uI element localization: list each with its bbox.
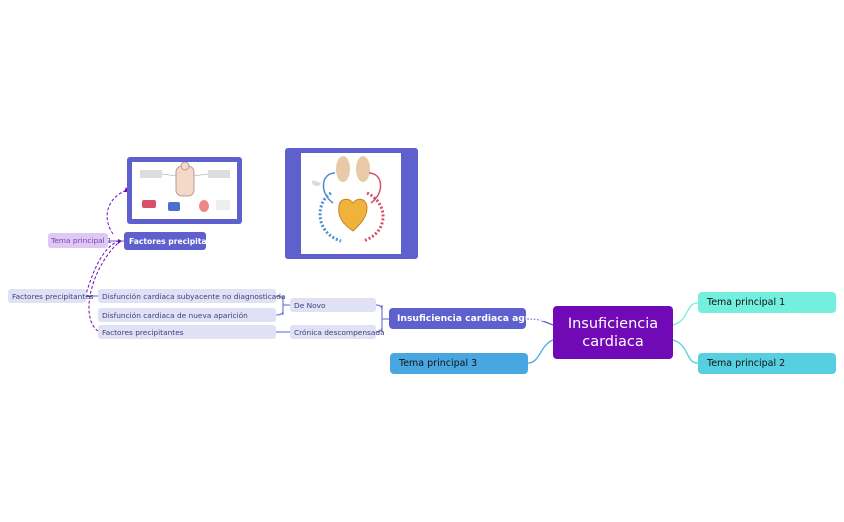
connector-central-tema3 <box>527 339 554 364</box>
connector-central-tema2 <box>672 339 699 364</box>
topic-label: Tema principal 2 <box>707 358 786 369</box>
subtopic-label: Crónica descompensada <box>294 327 385 337</box>
topic-tema-principal-2[interactable]: Tema principal 2 <box>698 353 836 374</box>
anatomy-image[interactable] <box>127 157 242 224</box>
heart-circulation-illustration-icon <box>301 153 401 254</box>
subtopic-label: De Novo <box>294 300 326 310</box>
connector-central-tema1 <box>672 302 699 326</box>
leaf-factores-precipitantes-left[interactable]: Factores precipitantes <box>8 289 94 303</box>
topic-insuficiencia-aguda[interactable]: Insuficiencia cardiaca aguda <box>389 308 544 329</box>
anatomy-illustration-icon <box>132 161 237 219</box>
floating-label: Factores precipitantes <box>129 236 226 246</box>
connector-aguda-children <box>375 304 389 333</box>
connector-denovo-leaves <box>275 295 290 316</box>
relationship-lines <box>84 189 129 332</box>
leaf-disfuncion-subyacente[interactable]: Disfunción cardiaca subyacente no diagno… <box>98 289 286 303</box>
leaf-disfuncion-nueva[interactable]: Disfunción cardiaca de nueva aparición <box>98 308 276 322</box>
floating-factores-precipitantes[interactable]: Factores precipitantes <box>124 232 225 250</box>
topic-label: Insuficiencia cardiaca aguda <box>397 313 545 324</box>
floating-label: Tema principal 1 <box>51 236 112 245</box>
topic-label: Tema principal 3 <box>399 358 478 369</box>
floating-tema-principal-1[interactable]: Tema principal 1 <box>48 233 112 248</box>
leaf-label: Disfunción cardiaca subyacente no diagno… <box>102 291 286 301</box>
central-topic-label: Insuficiencia cardiaca <box>567 315 659 350</box>
circulation-image[interactable] <box>285 148 418 259</box>
subtopic-cronica-descompensada[interactable]: Crónica descompensada <box>290 325 385 339</box>
leaf-factores-precipitantes[interactable]: Factores precipitantes <box>98 325 276 339</box>
leaf-label: Disfunción cardiaca de nueva aparición <box>102 310 248 320</box>
topic-label: Tema principal 1 <box>707 297 786 308</box>
connector-central-aguda <box>525 318 554 326</box>
leaf-label: Factores precipitantes <box>12 291 94 301</box>
topic-tema-principal-3[interactable]: Tema principal 3 <box>390 353 528 374</box>
leaf-label: Factores precipitantes <box>102 327 184 337</box>
subtopic-de-novo[interactable]: De Novo <box>290 298 376 312</box>
central-topic[interactable]: Insuficiencia cardiaca <box>553 306 673 359</box>
topic-tema-principal-1[interactable]: Tema principal 1 <box>698 292 836 313</box>
relation-arrow-2 <box>118 239 122 244</box>
